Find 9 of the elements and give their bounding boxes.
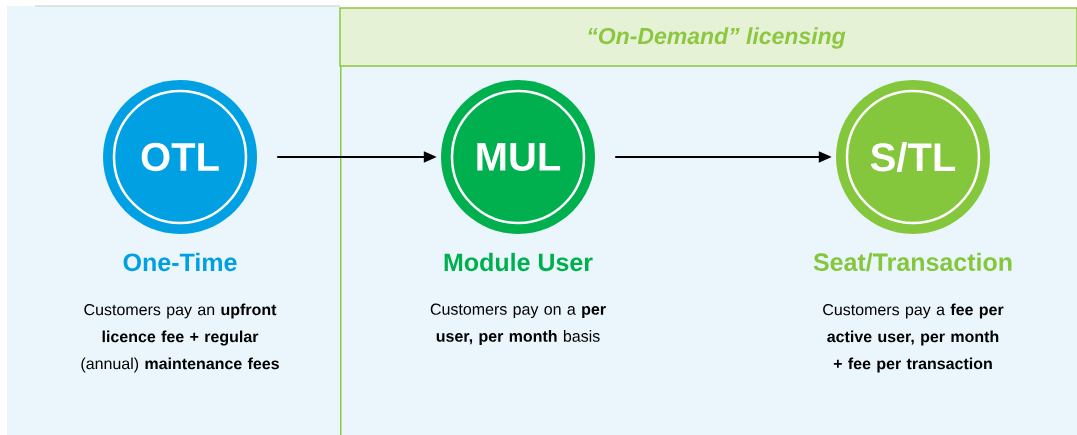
option-title: One-Time	[123, 252, 237, 272]
option-title: Seat/Transaction	[813, 252, 1012, 272]
description-text: Customers pay on a per user, per month basis	[430, 303, 606, 345]
circle-badge: S/TL	[836, 80, 990, 234]
option-title: Module User	[444, 252, 593, 272]
description-text: Customers pay a fee per active user, per month + fee per transaction	[823, 303, 1004, 373]
description-text: Customers pay an upfront licence fee + regular (annual) maintenance fees	[81, 303, 279, 373]
circle-badge: MUL	[441, 80, 595, 234]
circle-badge: OTL	[103, 80, 257, 234]
